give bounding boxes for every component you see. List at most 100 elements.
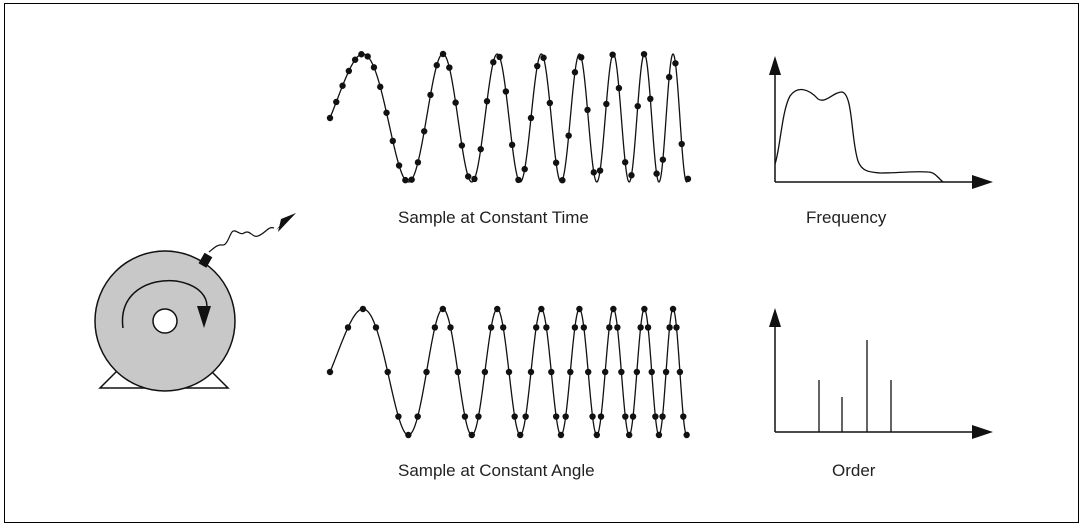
sample-point [452, 99, 459, 106]
sample-point [655, 431, 663, 439]
sample-point [427, 91, 434, 99]
sample-point [601, 368, 609, 376]
sample-point [461, 413, 469, 420]
sample-point [652, 413, 659, 420]
constant-angle-caption: Sample at Constant Angle [398, 461, 595, 480]
sample-point [421, 128, 428, 135]
rotation-arrow-icon [121, 279, 208, 329]
sample-point [408, 176, 415, 183]
sample-point [405, 431, 412, 439]
sample-point [565, 132, 572, 139]
sample-point [644, 324, 652, 331]
sample-point [648, 368, 655, 376]
sample-point [395, 162, 403, 169]
sample-point [596, 167, 604, 174]
sample-point [439, 305, 447, 313]
sample-point [364, 53, 371, 60]
signal-arrowhead-fill [278, 213, 296, 232]
sample-point [533, 324, 540, 331]
constant-time-caption: Sample at Constant Time [398, 208, 589, 227]
sample-point [414, 159, 422, 166]
sample-point [676, 368, 684, 376]
sample-point [589, 413, 596, 420]
sensor-signal-cable [208, 227, 275, 253]
frequency-caption: Frequency [806, 208, 887, 227]
rotation-arrowhead [197, 306, 211, 328]
sample-point [344, 324, 352, 331]
sample-point [678, 140, 685, 148]
constant-angle-waveform [326, 305, 690, 439]
sample-point [666, 324, 673, 331]
sample-point [683, 431, 690, 439]
sample-point [517, 431, 524, 439]
constant-time-waveform [326, 50, 692, 184]
sample-point [326, 368, 334, 376]
sample-point [610, 305, 617, 313]
frequency-x-axis-arrow [972, 175, 993, 189]
sample-point [326, 114, 334, 122]
sample-point [534, 62, 541, 70]
sample-point [578, 54, 585, 61]
sample-point [680, 413, 687, 420]
sample-point [481, 368, 489, 376]
sample-point [471, 175, 478, 183]
frequency-y-axis-arrow [769, 56, 781, 75]
sample-point [351, 56, 359, 63]
sample-point [585, 368, 592, 376]
sample-point [669, 305, 677, 313]
sample-point [333, 98, 340, 106]
sample-point [621, 159, 629, 166]
sample-point [543, 324, 550, 331]
sample-point [647, 95, 654, 103]
sample-point [622, 413, 629, 420]
sample-point [384, 368, 391, 376]
sample-point [475, 413, 482, 420]
sample-point [597, 413, 605, 420]
sample-point [500, 324, 507, 331]
sample-point [629, 413, 637, 420]
sample-point [458, 142, 466, 149]
sample-point [618, 368, 625, 376]
sample-point [490, 58, 497, 66]
sample-point [494, 305, 501, 313]
sample-point [659, 156, 667, 163]
sample-point [552, 159, 560, 166]
sample-point [439, 50, 447, 58]
sample-point [662, 368, 670, 376]
machine-shaft [152, 308, 178, 334]
sample-point [345, 67, 353, 75]
sample-point [673, 324, 680, 331]
vibration-sensor-icon [198, 213, 296, 268]
sample-point [468, 431, 475, 439]
sample-point [359, 305, 367, 313]
order-spectrum-plot [769, 308, 993, 439]
sample-point [339, 82, 346, 89]
order-caption: Order [832, 461, 876, 480]
sample-point [633, 368, 641, 376]
sample-point [609, 51, 616, 58]
sample-point [546, 99, 554, 107]
sample-point [684, 175, 692, 183]
sample-point [358, 51, 365, 58]
sample-point [614, 324, 621, 331]
sample-point [559, 177, 566, 184]
sample-point [641, 305, 648, 313]
sample-point [615, 84, 623, 92]
sample-point [672, 60, 679, 67]
order-x-axis-arrow [972, 425, 993, 439]
sample-point [557, 431, 565, 439]
sample-point [508, 141, 516, 149]
sample-point [496, 53, 503, 61]
sample-point [522, 413, 529, 420]
sample-point [593, 431, 601, 439]
sample-point [487, 324, 495, 331]
sample-point [584, 106, 591, 114]
sample-point [548, 368, 555, 376]
sample-point [505, 368, 513, 376]
sample-point [567, 368, 574, 376]
sample-point [433, 62, 440, 69]
sample-point [511, 413, 518, 420]
sample-point [372, 324, 380, 331]
sample-point [640, 50, 648, 58]
sample-point [414, 413, 421, 420]
